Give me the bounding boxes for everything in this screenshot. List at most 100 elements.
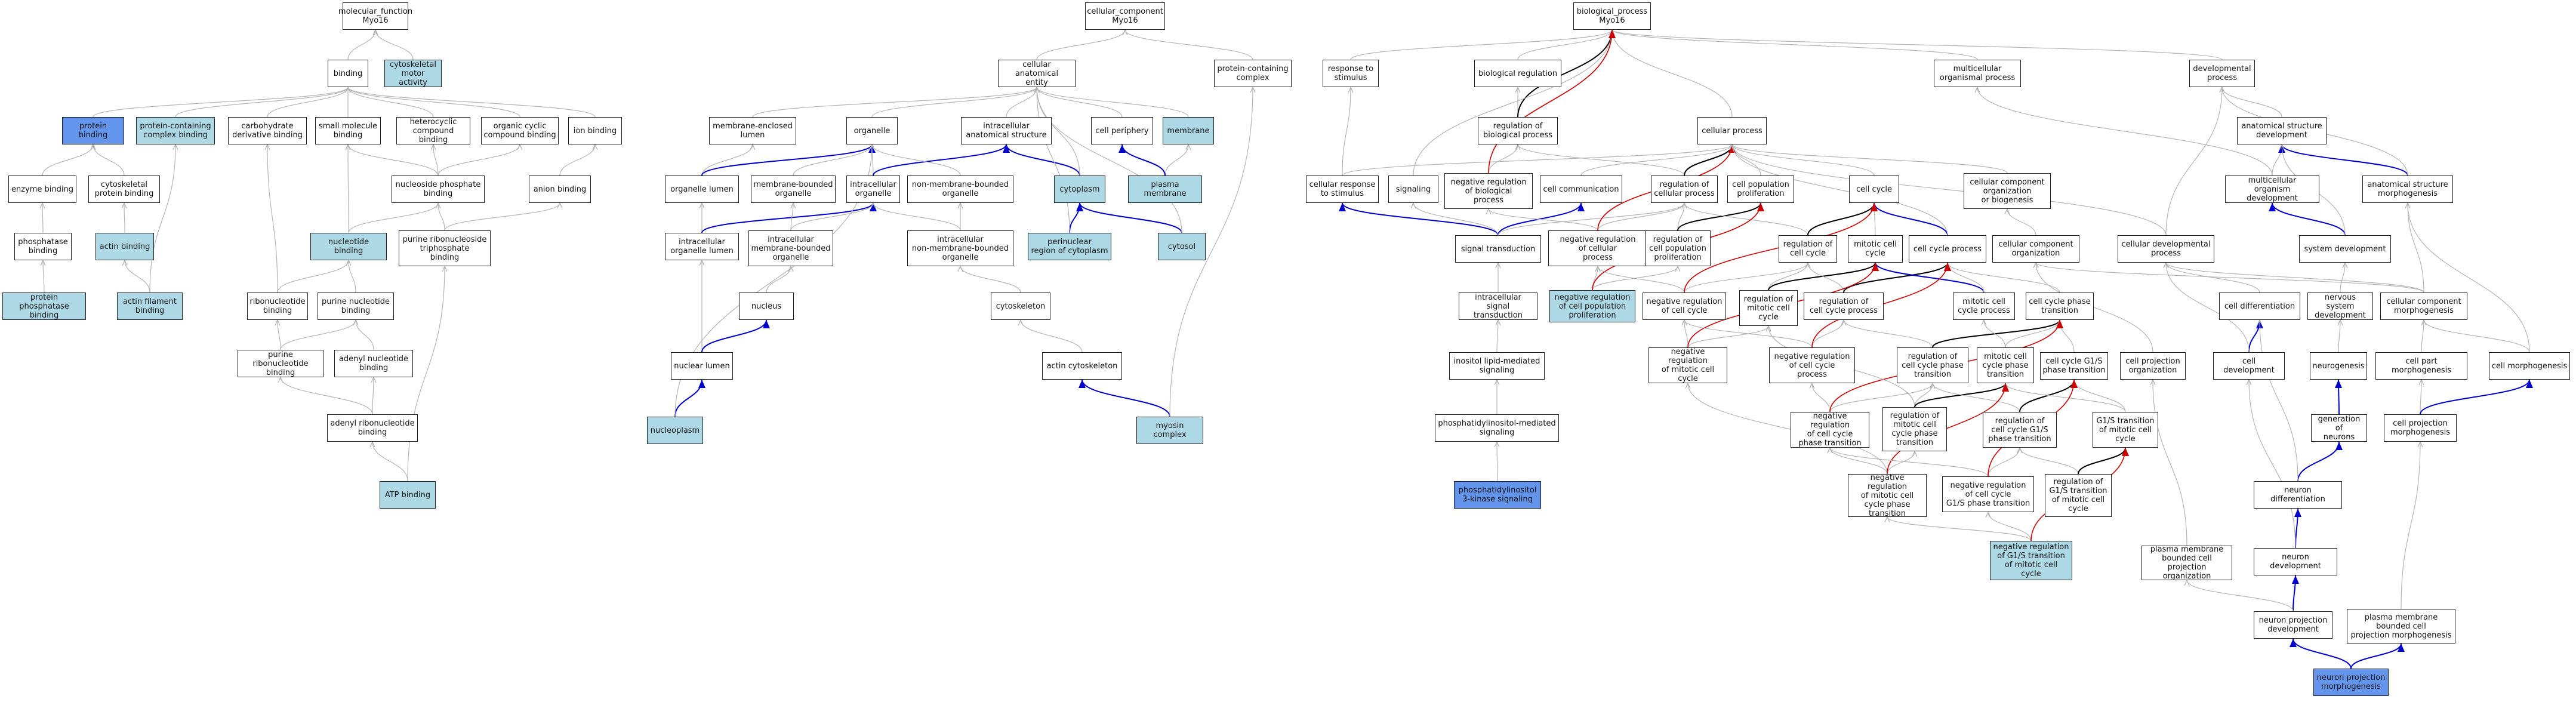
node-intracellular-organelle-lumen[interactable]: intracellular organelle lumen (665, 233, 739, 260)
node-regulation-of-cell-cycle-g1s-phase-transition[interactable]: regulation of cell cycle G1/S phase tran… (1983, 412, 2057, 448)
node-cell-periphery[interactable]: cell periphery (1091, 117, 1153, 144)
node-organic-cyclic-compound-binding[interactable]: organic cyclic compound binding (481, 117, 559, 144)
node-phosphatase-binding[interactable]: phosphatase binding (14, 233, 72, 260)
node-protein-containing-complex-binding[interactable]: protein-containing complex binding (136, 117, 215, 144)
node-regulation-of-cell-cycle-process[interactable]: regulation of cell cycle process (1804, 292, 1884, 320)
node-cell-cycle[interactable]: cell cycle (1849, 176, 1899, 203)
node-purine-nucleotide-binding[interactable]: purine nucleotide binding (318, 292, 394, 320)
node-membrane[interactable]: membrane (1163, 117, 1214, 144)
node-intracellular-non-membrane-bounded-organelle[interactable]: intracellular non-membrane-bounded organ… (907, 230, 1013, 266)
node-signal-transduction[interactable]: signal transduction (1455, 235, 1541, 263)
node-cell-development[interactable]: cell development (2213, 352, 2285, 380)
node-cytoskeletal-motor-activity[interactable]: cytoskeletal motor activity (384, 60, 442, 87)
node-membrane-enclosed-lumen[interactable]: membrane-enclosed lumen (709, 117, 796, 144)
node-multicellular-organismal-process[interactable]: multicellular organismal process (1934, 60, 2021, 87)
node-cell-projection-organization[interactable]: cell projection organization (2120, 352, 2186, 380)
node-protein-binding[interactable]: protein binding (62, 117, 124, 144)
node-cell-communication[interactable]: cell communication (1540, 176, 1622, 203)
node-small-molecule-binding[interactable]: small molecule binding (315, 117, 381, 144)
node-nucleoside-phosphate-binding[interactable]: nucleoside phosphate binding (392, 176, 485, 203)
node-atp-binding[interactable]: ATP binding (380, 481, 436, 509)
node-ribonucleotide-binding[interactable]: ribonucleotide binding (247, 292, 308, 320)
node-negative-regulation-of-cell-population-proliferation[interactable]: negative regulation of cell population p… (1549, 290, 1635, 322)
node-generation-of-neurons[interactable]: generation of neurons (2311, 414, 2367, 442)
node-anion-binding[interactable]: anion binding (529, 176, 591, 203)
node-molecular-function[interactable]: molecular_function Myo16 (338, 2, 412, 30)
node-intracellular-membrane-bounded-organelle[interactable]: intracellular membrane-bounded organelle (748, 230, 833, 266)
node-anatomical-structure-morphogenesis[interactable]: anatomical structure morphogenesis (2362, 176, 2453, 203)
node-perinuclear-region-of-cytoplasm[interactable]: perinuclear region of cytoplasm (1028, 233, 1111, 260)
node-plasma-membrane[interactable]: plasma membrane (1128, 176, 1202, 203)
node-inositol-lipid-mediated-signaling[interactable]: inositol lipid-mediated signaling (1449, 352, 1545, 380)
node-organelle[interactable]: organelle (846, 117, 898, 144)
node-negative-regulation-of-cell-cycle[interactable]: negative regulation of cell cycle (1643, 292, 1726, 320)
node-cellular-process[interactable]: cellular process (1697, 117, 1767, 144)
node-cellular-response-to-stimulus[interactable]: cellular response to stimulus (1306, 176, 1379, 203)
node-membrane-bounded-organelle[interactable]: membrane-bounded organelle (751, 176, 836, 203)
node-mitotic-cell-cycle[interactable]: mitotic cell cycle (1848, 235, 1903, 263)
node-plasma-membrane-bounded-cell-projection-organization[interactable]: plasma membrane bounded cell projection … (2141, 545, 2232, 581)
node-regulation-of-cellular-process[interactable]: regulation of cellular process (1651, 176, 1718, 203)
node-nucleoplasm[interactable]: nucleoplasm (647, 417, 703, 444)
node-nucleotide-binding[interactable]: nucleotide binding (310, 233, 387, 260)
node-g1s-transition-of-mitotic-cell-cycle[interactable]: G1/S transition of mitotic cell cycle (2093, 412, 2158, 448)
node-regulation-of-cell-population-proliferation[interactable]: regulation of cell population proliferat… (1645, 230, 1711, 266)
node-negative-regulation-of-mitotic-cell-cycle[interactable]: negative regulation of mitotic cell cycl… (1648, 347, 1727, 383)
node-regulation-of-cell-cycle[interactable]: regulation of cell cycle (1779, 235, 1837, 263)
node-protein-phosphatase-binding[interactable]: protein phosphatase binding (2, 292, 86, 320)
node-organelle-lumen[interactable]: organelle lumen (665, 176, 739, 203)
node-negative-regulation-of-cell-cycle-g1s-phase-transition[interactable]: negative regulation of cell cycle G1/S p… (1942, 476, 2034, 512)
node-regulation-of-g1s-transition-of-mitotic-cell-cycle[interactable]: regulation of G1/S transition of mitotic… (2045, 474, 2112, 517)
node-protein-containing-complex[interactable]: protein-containing complex (1214, 60, 1292, 87)
node-actin-binding[interactable]: actin binding (95, 233, 154, 260)
node-cellular-developmental-process[interactable]: cellular developmental process (2118, 235, 2214, 263)
node-intracellular-organelle[interactable]: intracellular organelle (846, 176, 900, 203)
node-cellular-component[interactable]: cellular_component Myo16 (1085, 2, 1165, 30)
node-neurogenesis[interactable]: neurogenesis (2310, 352, 2367, 380)
node-cell-morphogenesis[interactable]: cell morphogenesis (2489, 352, 2570, 380)
node-phosphatidylinositol-3-kinase-signaling[interactable]: phosphatidylinositol 3-kinase signaling (1454, 481, 1541, 509)
node-biological-regulation[interactable]: biological regulation (1474, 60, 1561, 87)
node-regulation-of-mitotic-cell-cycle[interactable]: regulation of mitotic cell cycle (1739, 290, 1798, 326)
node-negative-regulation-of-mitotic-cell-cycle-phase-transition[interactable]: negative regulation of mitotic cell cycl… (1848, 473, 1927, 518)
node-enzyme-binding[interactable]: enzyme binding (8, 176, 76, 203)
node-negative-regulation-of-cell-cycle-phase-transition[interactable]: negative regulation of cell cycle phase … (1791, 412, 1869, 448)
node-cytoplasm[interactable]: cytoplasm (1054, 176, 1105, 203)
node-cell-population-proliferation[interactable]: cell population proliferation (1727, 176, 1794, 203)
node-neuron-differentiation[interactable]: neuron differentiation (2254, 481, 2342, 509)
node-cell-part-morphogenesis[interactable]: cell part morphogenesis (2375, 352, 2467, 380)
node-nuclear-lumen[interactable]: nuclear lumen (671, 352, 733, 380)
node-cytosol[interactable]: cytosol (1158, 233, 1206, 260)
node-cell-cycle-phase-transition[interactable]: cell cycle phase transition (2026, 292, 2094, 320)
node-negative-regulation-of-cellular-process[interactable]: negative regulation of cellular process (1548, 230, 1647, 266)
node-actin-filament-binding[interactable]: actin filament binding (117, 292, 183, 320)
node-actin-cytoskeleton[interactable]: actin cytoskeleton (1042, 352, 1122, 380)
node-cytoskeletal-protein-binding[interactable]: cytoskeletal protein binding (88, 176, 160, 203)
node-purine-ribonucleoside-triphosphate-binding[interactable]: purine ribonucleoside triphosphate bindi… (399, 230, 491, 266)
node-regulation-of-mitotic-cell-cycle-phase-transition[interactable]: regulation of mitotic cell cycle phase t… (1882, 407, 1947, 451)
node-system-development[interactable]: system development (2299, 235, 2391, 263)
node-cellular-component-morphogenesis[interactable]: cellular component morphogenesis (2380, 292, 2467, 320)
node-non-membrane-bounded-organelle[interactable]: non-membrane-bounded organelle (907, 176, 1013, 203)
node-cell-cycle-process[interactable]: cell cycle process (1909, 235, 1986, 263)
node-cytoskeleton[interactable]: cytoskeleton (991, 292, 1050, 320)
node-response-to-stimulus[interactable]: response to stimulus (1323, 60, 1379, 87)
node-mitotic-cell-cycle-phase-transition[interactable]: mitotic cell cycle phase transition (1977, 347, 2034, 383)
node-neuron-projection-development[interactable]: neuron projection development (2254, 611, 2332, 639)
node-negative-regulation-of-g1s-transition-of-mitotic-cell-cycle[interactable]: negative regulation of G1/S transition o… (1990, 541, 2072, 580)
node-anatomical-structure-development[interactable]: anatomical structure development (2237, 117, 2327, 144)
node-multicellular-organism-development[interactable]: multicellular organism development (2225, 176, 2319, 203)
node-neuron-development[interactable]: neuron development (2254, 548, 2337, 575)
node-negative-regulation-of-cell-cycle-process[interactable]: negative regulation of cell cycle proces… (1769, 347, 1855, 383)
node-myosin-complex[interactable]: myosin complex (1136, 417, 1203, 444)
node-negative-regulation-of-biological-process[interactable]: negative regulation of biological proces… (1444, 173, 1533, 209)
node-purine-ribonucleotide-binding[interactable]: purine ribonucleotide binding (238, 350, 323, 377)
node-phosphatidylinositol-mediated-signaling[interactable]: phosphatidylinositol-mediated signaling (1435, 414, 1559, 442)
node-mitotic-cell-cycle-process[interactable]: mitotic cell cycle process (1953, 292, 2015, 320)
node-cell-projection-morphogenesis[interactable]: cell projection morphogenesis (2384, 414, 2457, 442)
node-cell-differentiation[interactable]: cell differentiation (2219, 292, 2300, 320)
node-plasma-membrane-bounded-cell-projection-morphogenesis[interactable]: plasma membrane bounded cell projection … (2347, 609, 2455, 644)
node-intracellular-signal-transduction[interactable]: intracellular signal transduction (1459, 292, 1537, 320)
node-regulation-of-cell-cycle-phase-transition[interactable]: regulation of cell cycle phase transitio… (1897, 347, 1968, 383)
node-cell-cycle-g1s-phase-transition[interactable]: cell cycle G1/S phase transition (2040, 352, 2108, 380)
